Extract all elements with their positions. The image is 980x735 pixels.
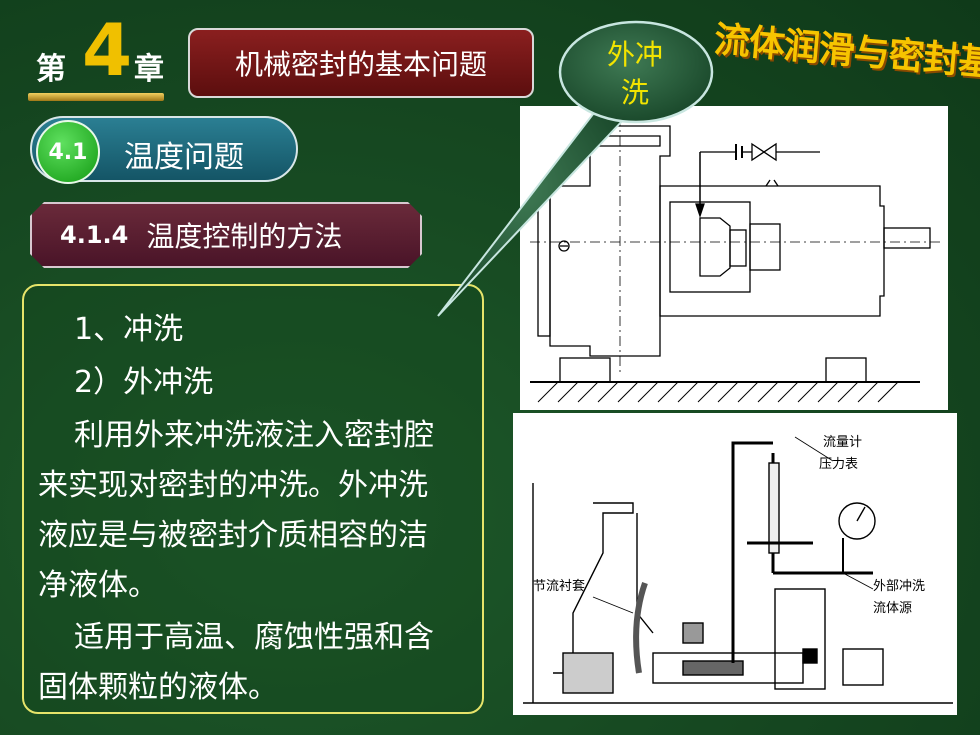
slide-title: 机械密封的基本问题	[188, 28, 534, 98]
chapter-prefix: 第	[36, 52, 66, 87]
content-heading-2: 2）外冲洗	[74, 365, 214, 400]
callout-line-1: 外冲	[606, 38, 663, 71]
subsection-banner: 4.1.4 温度控制的方法	[30, 202, 422, 268]
paragraph-line: 适用于高温、腐蚀性强和含	[74, 620, 434, 655]
chapter-underline	[28, 93, 164, 101]
label-pressure-gauge: 压力表	[819, 457, 859, 472]
section-number-badge: 4.1	[36, 120, 100, 184]
seal-drawing	[523, 436, 953, 704]
pump-drawing	[530, 116, 940, 403]
paragraph-line: 固体颗粒的液体。	[38, 670, 278, 705]
flush-system-diagram: 流量计 压力表 节流衬套 外部冲洗 流体源	[513, 413, 957, 715]
label-external-source-2: 流体源	[873, 601, 913, 616]
callout-line-2: 洗	[620, 76, 649, 109]
paragraph-line: 净液体。	[38, 568, 158, 603]
callout-text: 外冲 洗	[598, 36, 672, 112]
subsection-title: 温度控制的方法	[146, 220, 343, 253]
pump-diagram-external-flush	[520, 106, 948, 410]
label-throttle-bushing: 节流衬套	[533, 579, 586, 594]
section-title: 温度问题	[124, 140, 244, 175]
label-flowmeter: 流量计	[823, 435, 863, 450]
subsection-number: 4.1.4	[60, 221, 129, 249]
paragraph-line: 利用外来冲洗液注入密封腔	[74, 418, 434, 453]
chapter-suffix: 章	[134, 52, 164, 87]
content-heading-1: 1、冲洗	[74, 312, 184, 347]
paragraph-line: 液应是与被密封介质相容的洁	[38, 518, 428, 553]
content-panel	[22, 284, 484, 714]
paragraph-line: 来实现对密封的冲洗。外冲洗	[38, 468, 428, 503]
brand-logo-text: 流体润滑与密封基础	[712, 19, 980, 88]
label-external-source-1: 外部冲洗	[873, 579, 926, 594]
chapter-number: 4	[82, 8, 133, 92]
